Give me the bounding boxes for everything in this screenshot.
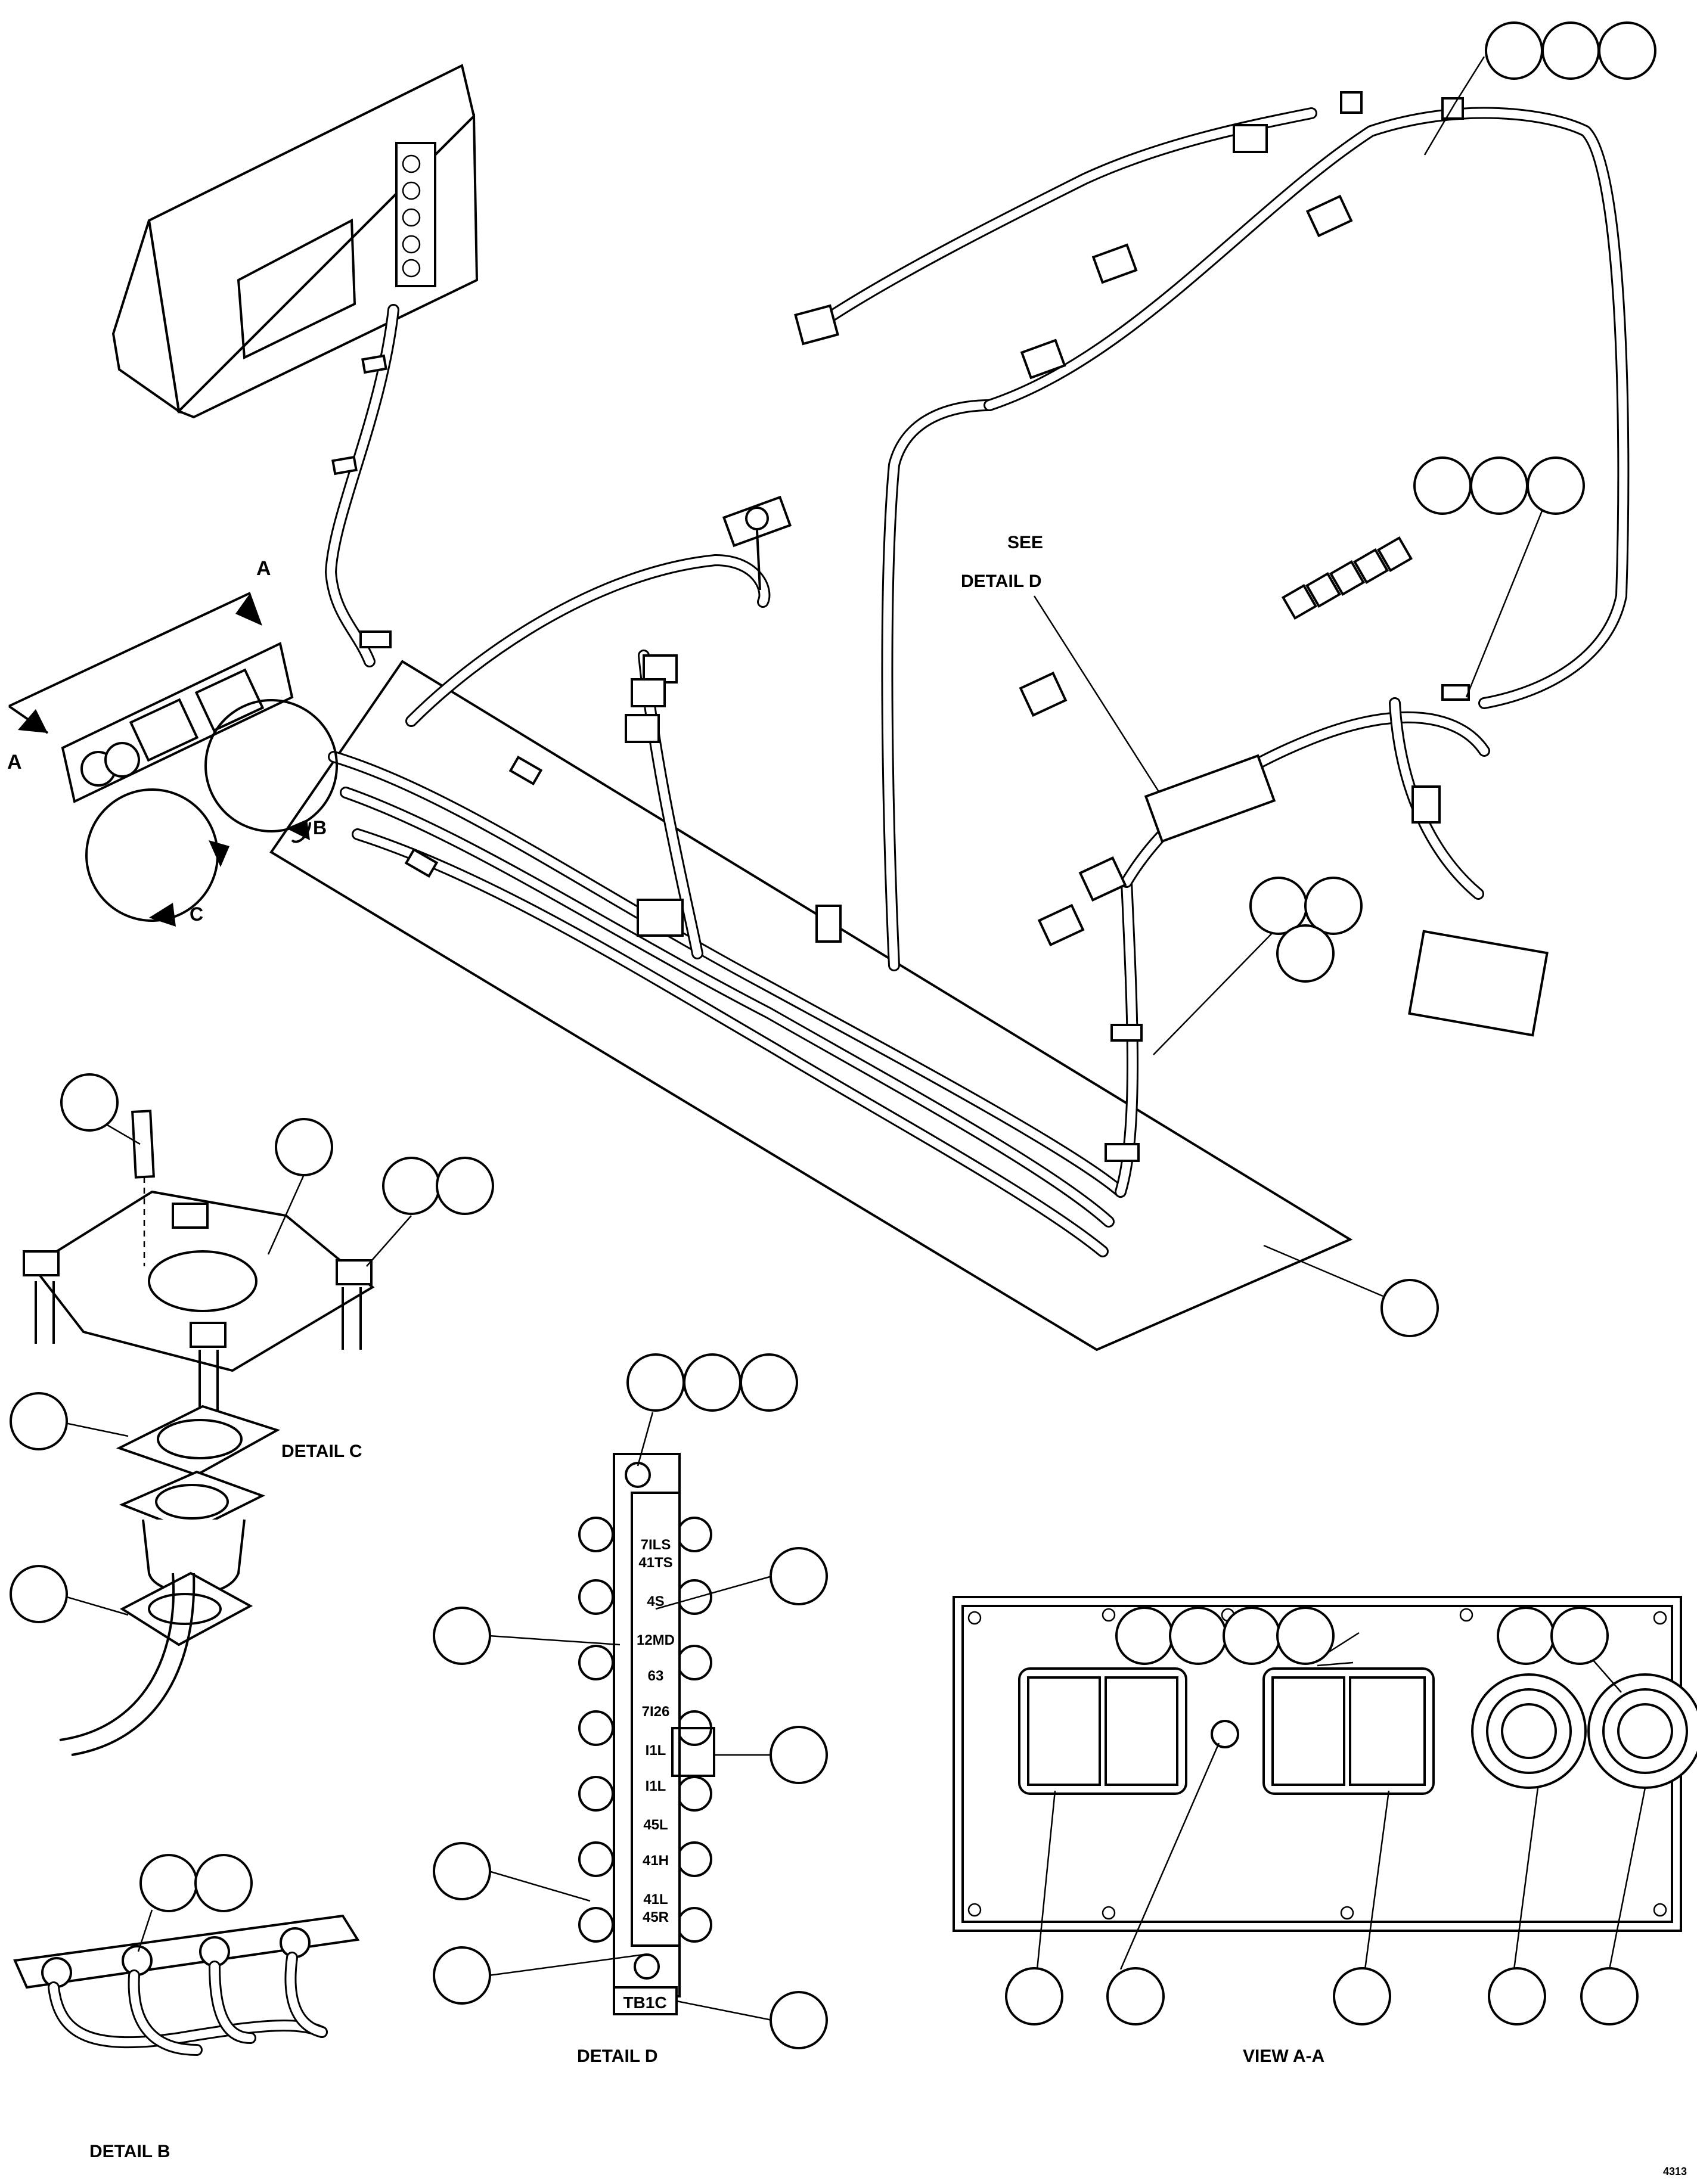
detail-circles: B C (85, 699, 338, 927)
floor-sensor-mount (722, 495, 792, 591)
round-connector-left (1471, 1673, 1587, 1789)
detail-d-view: 7ILS 41TS 4S 12MD 63 7I26 I1L I1L 45L 41… (433, 1353, 828, 2066)
relay-bank (1281, 536, 1413, 620)
view-a-label-left: A (7, 751, 22, 773)
view-aa-title: VIEW A-A (1243, 2046, 1324, 2066)
detail-b-title: DETAIL B (89, 2142, 170, 2161)
harness-connectors (625, 124, 1549, 1037)
terminal-screws-left (578, 1517, 614, 1943)
view-c-label: C (190, 903, 203, 925)
detail-c-leaders (56, 1122, 412, 1616)
terminal-marker: 7I26 (642, 1704, 670, 1720)
view-a-arrows: A A (7, 557, 271, 773)
terminal-markers: 7ILS 41TS 4S 12MD 63 7I26 I1L I1L 45L 41… (637, 1537, 675, 1925)
terminal-marker: 45R (643, 1909, 669, 1925)
view-a-label-top: A (256, 557, 271, 580)
callout-balloons-detail-c (10, 1073, 494, 1623)
detail-c-bolts (23, 1203, 373, 1418)
callout-balloons-detail-d (433, 1353, 828, 2049)
detail-c-mounting-plate (119, 1571, 253, 1646)
terminal-marker: 7ILS (641, 1537, 671, 1553)
main-assembly-view: A A B C SEE DETAIL D (7, 21, 1656, 1352)
leader-lines (1153, 56, 1545, 1297)
ecu-connector-left (1018, 1667, 1187, 1795)
round-connector-right (1587, 1673, 1697, 1789)
detail-c-sensor-body (119, 1470, 266, 1595)
cable-clamps (331, 91, 1470, 1162)
detail-c-title: DETAIL C (281, 1441, 362, 1461)
detail-b-view: DETAIL B (13, 1854, 360, 2161)
terminal-marker: 41H (643, 1853, 669, 1869)
panel-connector-strip (395, 142, 436, 287)
view-aa-leaders (1036, 1632, 1646, 1970)
detail-c-gasket (116, 1405, 281, 1477)
detail-d-title: DETAIL D (577, 2046, 658, 2066)
terminal-screws-right (677, 1517, 712, 1943)
callout-balloons-view-aa (1005, 1607, 1639, 2025)
callout-balloons-main (1249, 21, 1656, 1337)
terminal-marker: 45L (643, 1817, 668, 1833)
terminal-marker: 63 (648, 1668, 664, 1684)
terminal-marker: 41L (643, 1891, 668, 1907)
harness-cables (325, 107, 1630, 1257)
terminal-marker: I1L (646, 1742, 666, 1759)
bulkhead-connector-panel (61, 642, 294, 803)
terminal-marker: 12MD (637, 1632, 675, 1648)
instrument-panel-box (111, 64, 479, 419)
terminal-marker: I1L (646, 1778, 666, 1794)
terminal-marker: 41TS (638, 1555, 672, 1571)
terminal-board-tag: TB1C (623, 1993, 666, 2012)
view-b-label: B (313, 817, 327, 838)
detail-c-view: DETAIL C (10, 1073, 494, 1756)
see-detail-d-note: DETAIL D (961, 571, 1042, 591)
ecu-connector-right (1262, 1667, 1435, 1795)
view-aa: VIEW A-A (953, 1596, 1697, 2066)
figure-code: 4313 (1663, 2166, 1687, 2177)
floor-plate (269, 660, 1353, 1352)
see-detail-note: SEE (1007, 533, 1043, 552)
detail-d-leaders (488, 1412, 773, 2021)
